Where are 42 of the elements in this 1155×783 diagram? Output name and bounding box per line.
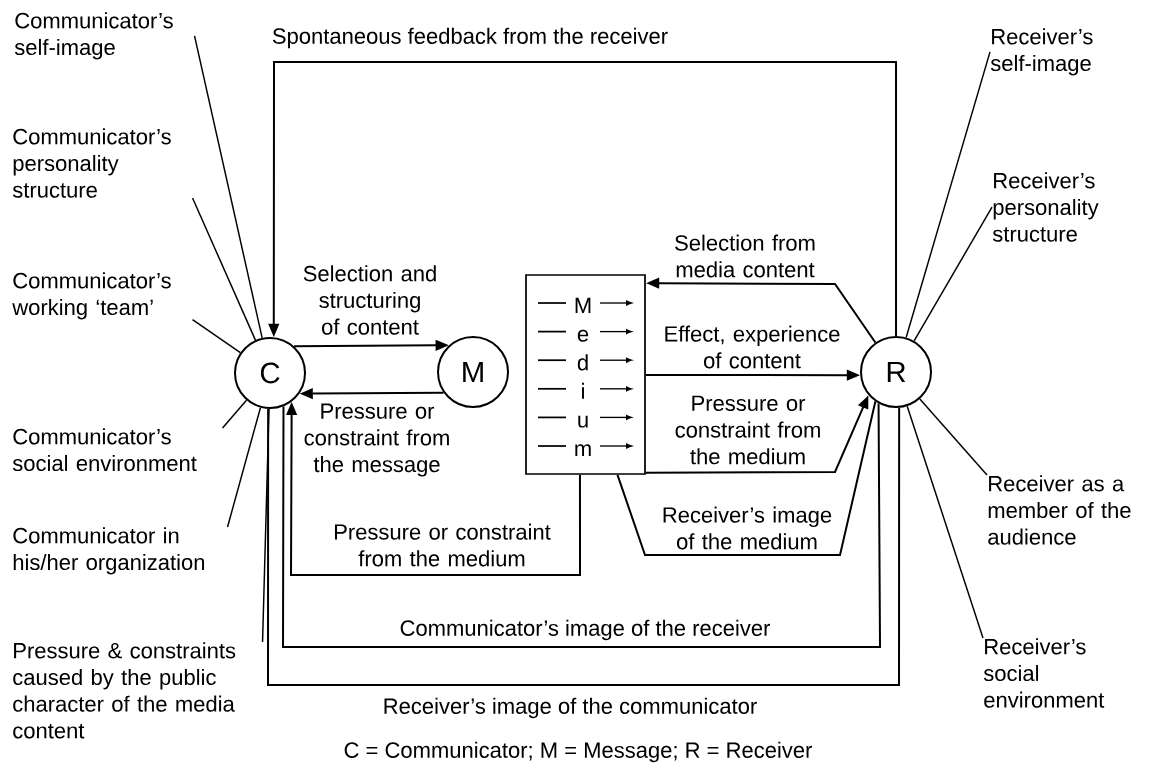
leader-line [191,318,242,354]
leader-line [905,51,991,339]
factor-label: Pressure & constraints caused by the public character of the media content [13,642,236,739]
leader-line [221,399,248,429]
factor-label: Receiver’s personality structure [992,172,1099,242]
box-letter: d [577,354,588,371]
connector-line [282,402,881,648]
leader-line [913,206,993,342]
edge-label: Pressure or constraint from the medium [335,523,551,567]
leader-line [193,35,263,339]
edge-label: Selection and structuring of content [303,265,436,335]
factor-label: Receiver’s self-image [990,28,1093,76]
leader-line [906,405,984,639]
leader-line [191,197,257,341]
edge-label: Receiver’s image of the medium [663,506,832,550]
box-letter: e [577,329,589,342]
circle-node: M [437,336,509,408]
box-letter: m [575,444,591,456]
factor-label: Communicator’s working ‘team’ [12,272,171,320]
box-letter: i [582,382,584,399]
edge-label: Communicator’s image of the receiver [400,619,771,641]
edge-label: Pressure or constraint from the medium [675,395,820,465]
edge-label: Receiver’s image of the communicator [384,697,757,719]
circle-node: R [860,336,932,408]
factor-label: Communicator in his/her organization [13,527,205,575]
factor-label: Communicator’s personality structure [12,128,171,198]
connector-line [616,400,877,556]
factor-label: Receiver as a member of the audience [988,475,1131,545]
factor-label: Receiver’s social environment [983,638,1105,708]
connector-line [267,406,901,686]
factor-label: Communicator’s social environment [12,428,197,472]
edge-label: Spontaneous feedback from the receiver [272,27,668,49]
edge-label: Effect, experience of content [665,325,840,369]
circle-node: C [234,337,306,409]
leader-line [919,398,988,476]
factor-label: Communicator’s self-image [14,12,173,60]
leader-line [226,406,262,528]
caption: C = Communicator; M = Message; R = Receiver [344,741,812,763]
box-letter: M [575,297,591,313]
leader-line [261,408,270,643]
edge-label: Selection from media content [675,234,815,278]
box-letter: u [578,415,588,428]
